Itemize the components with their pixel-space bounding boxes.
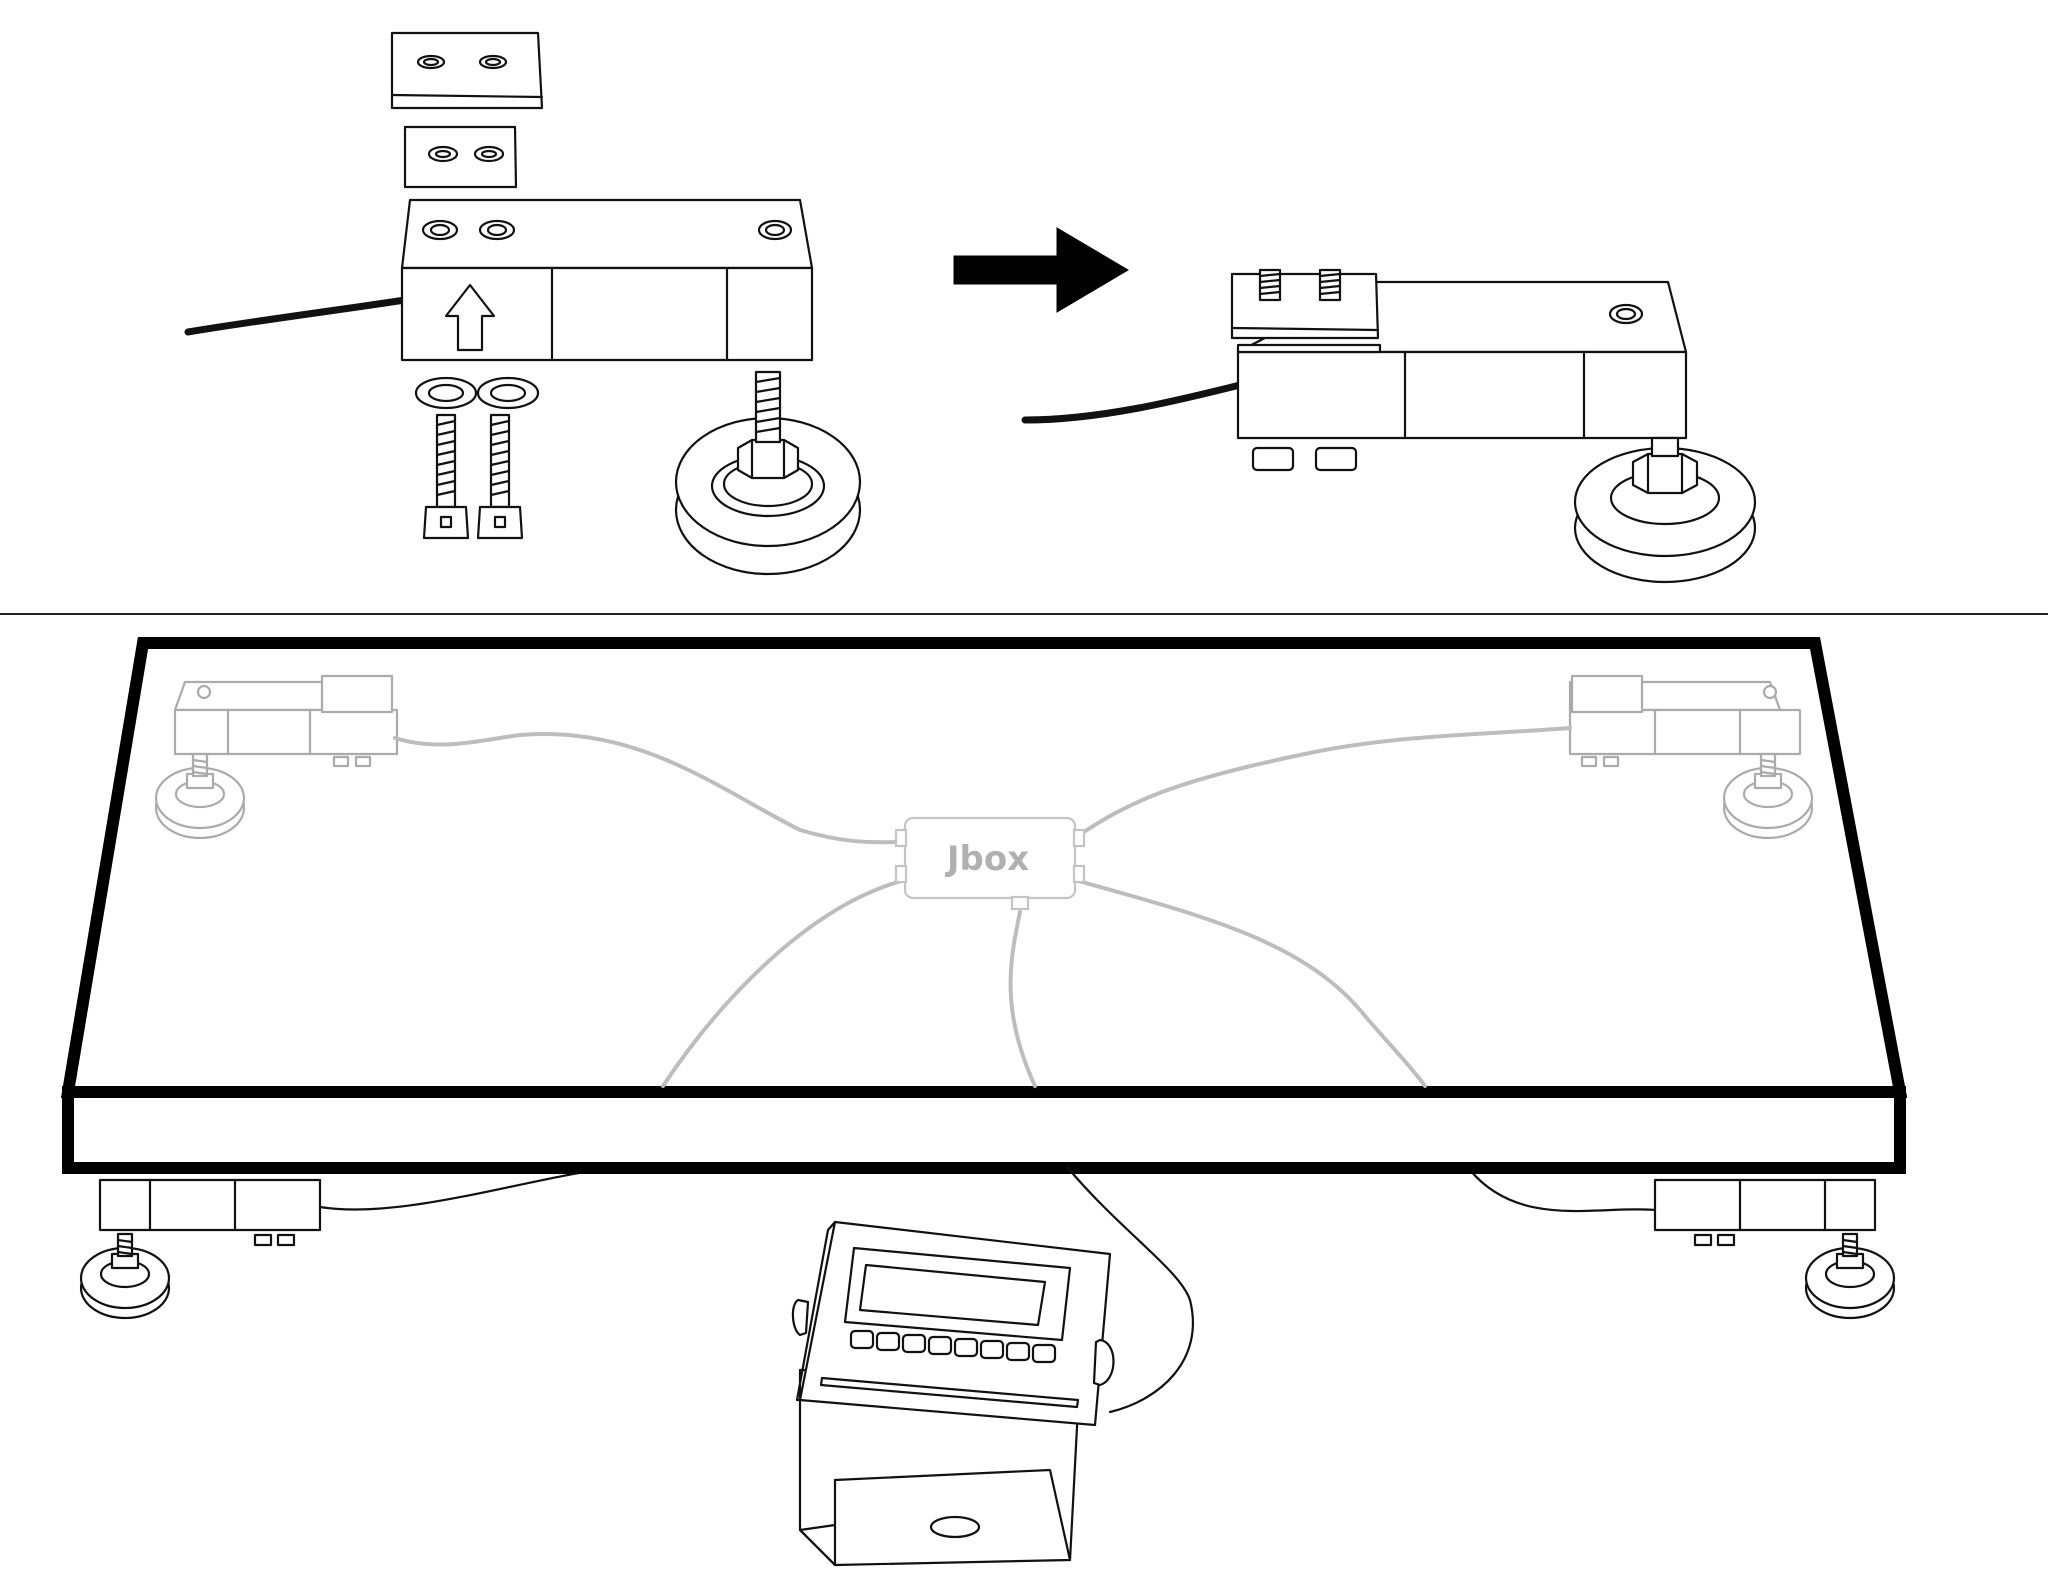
load-cell-body: [400, 198, 814, 362]
junction-box: Jbox: [894, 816, 1086, 911]
indicator-cable: [1066, 1166, 1195, 1414]
direction-arrow-icon: [444, 283, 496, 352]
load-cell-cable: [184, 296, 409, 336]
leveling-foot: [674, 370, 862, 576]
bolts: [422, 413, 524, 540]
ghost-load-cell-back-right: [1568, 674, 1814, 840]
spacer-plate: [403, 125, 518, 189]
arrow-right-icon: [953, 227, 1129, 313]
weighing-indicator: [791, 1220, 1115, 1567]
platform-scale: Jbox: [60, 637, 1908, 1567]
jbox-cables: [393, 726, 1572, 1088]
washers: [414, 376, 540, 410]
indicator-display: [858, 1263, 1047, 1327]
exploded-load-cell: [184, 31, 862, 576]
ghost-load-cell-back-left: [154, 674, 399, 840]
assembled-load-cell: [1021, 268, 1757, 584]
front-left-load-cell: [98, 1178, 322, 1247]
jbox-label: Jbox: [945, 839, 1029, 879]
indicator-keypad: [849, 1329, 1057, 1364]
top-plate: [390, 31, 544, 110]
front-right-load-cell: [1653, 1178, 1877, 1247]
